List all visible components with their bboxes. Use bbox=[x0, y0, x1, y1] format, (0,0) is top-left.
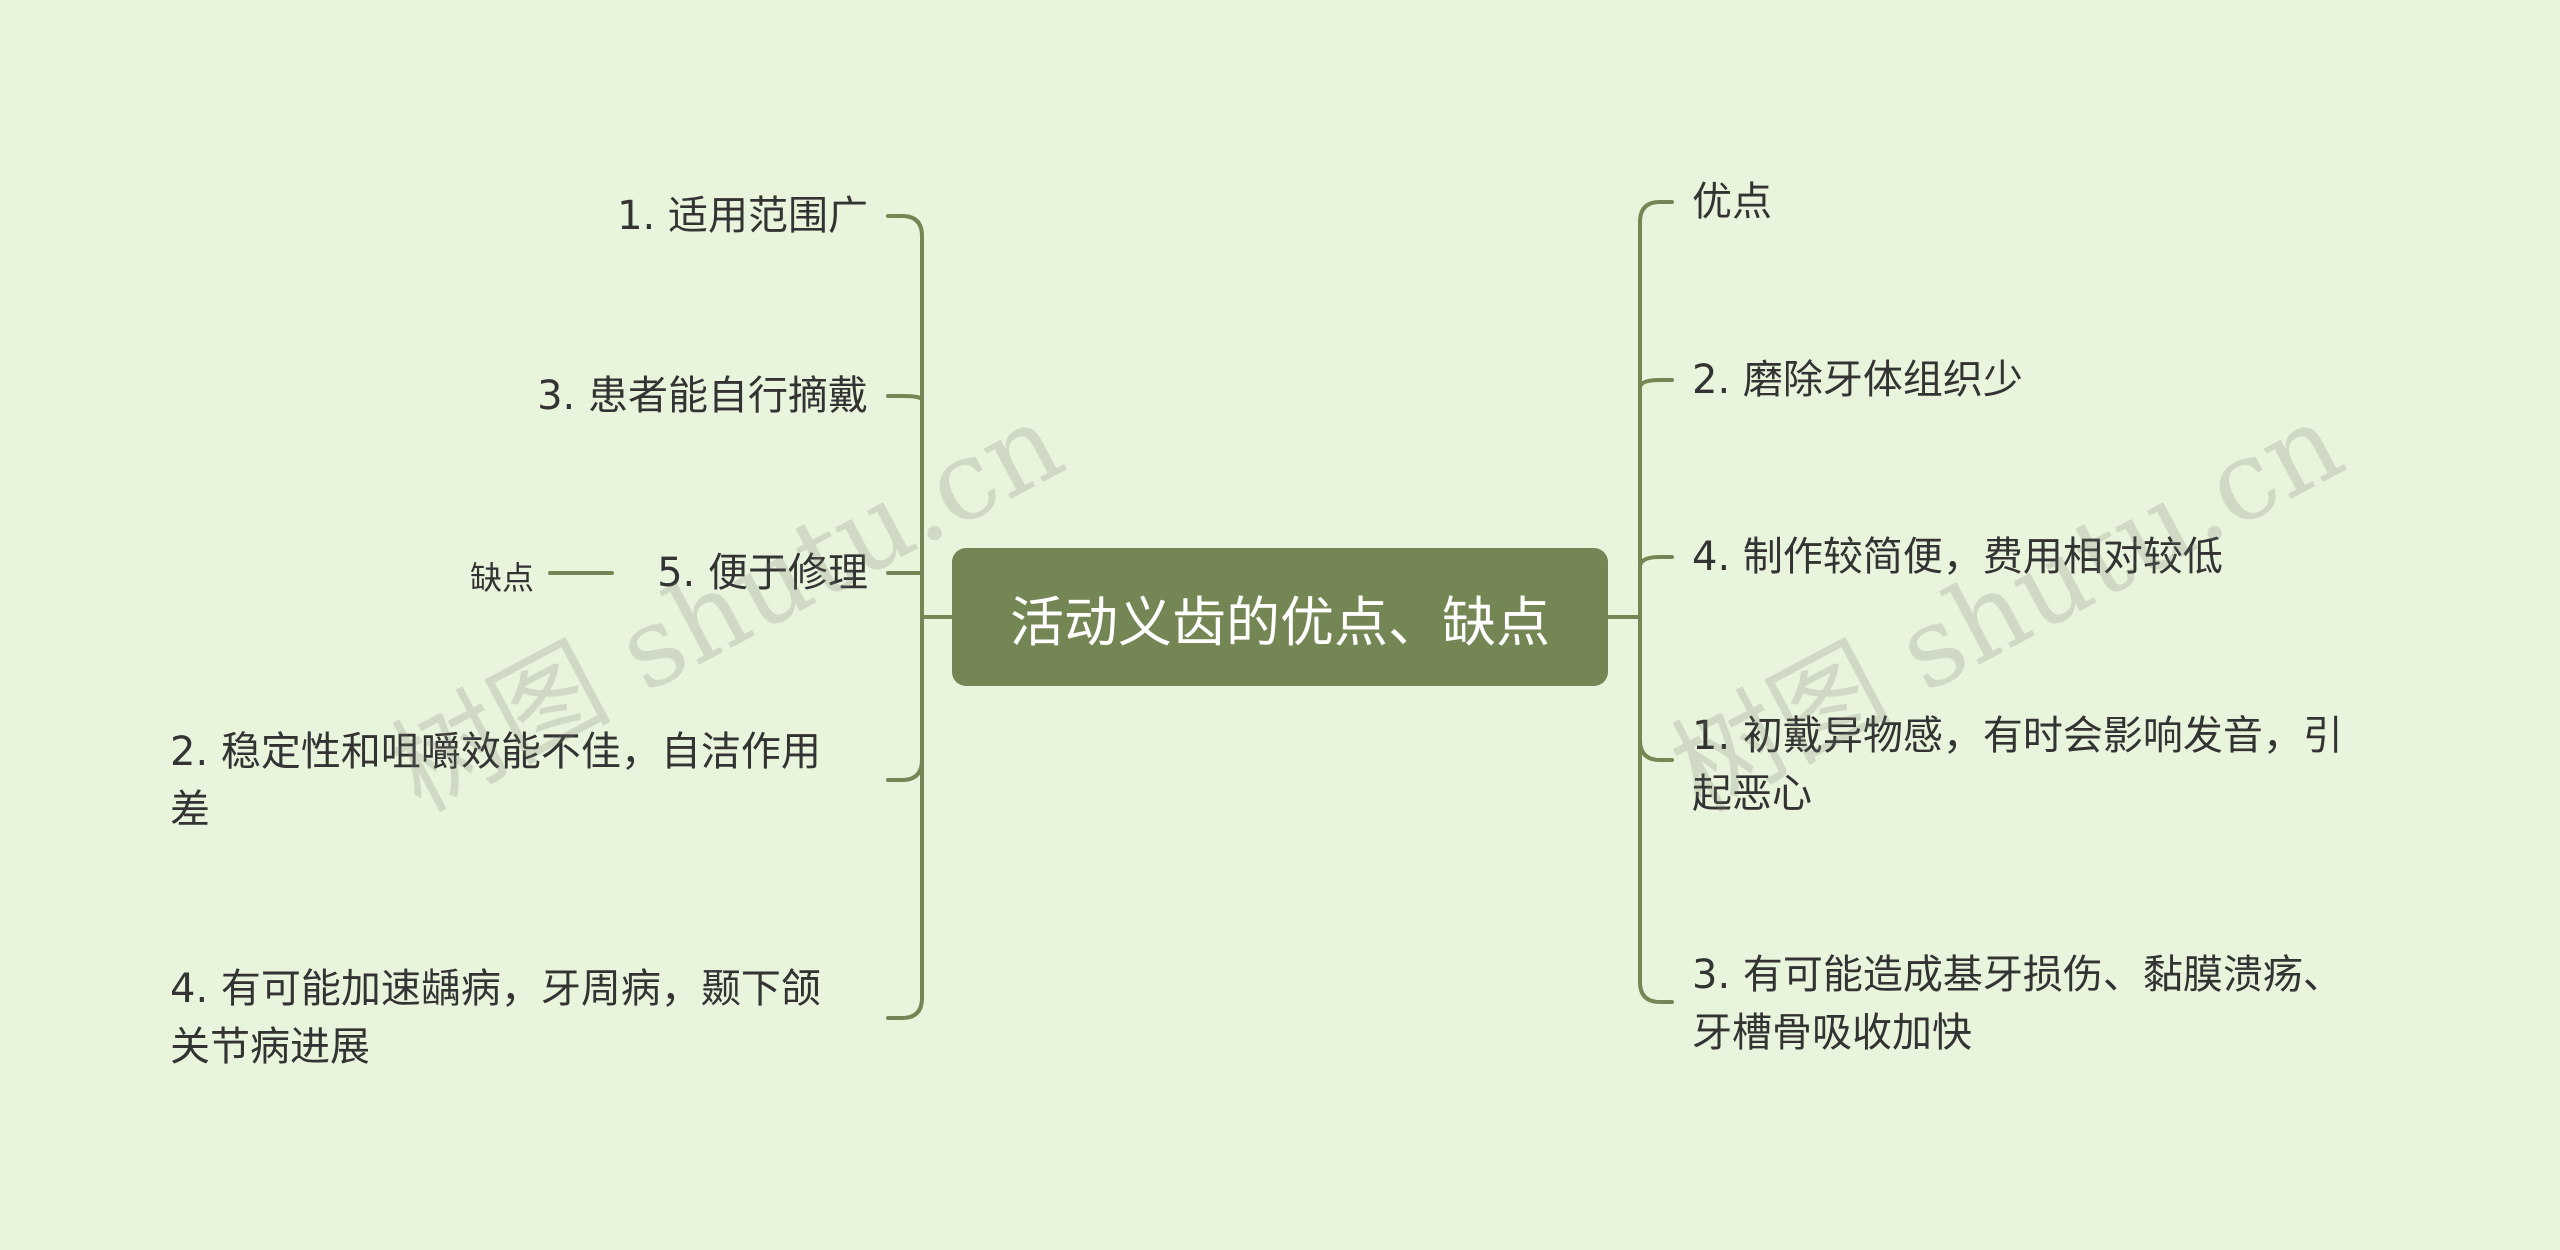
right-branch-3 bbox=[1638, 555, 1674, 569]
right-item-5-label: 3. 有可能造成基牙损伤、黏膜溃疡、牙槽骨吸收加快 bbox=[1692, 952, 2343, 1056]
left-item-2-label: 3. 患者能自行摘戴 bbox=[537, 373, 868, 419]
right-item-5[interactable]: 3. 有可能造成基牙损伤、黏膜溃疡、牙槽骨吸收加快 bbox=[1692, 946, 2382, 1062]
right-item-2-label: 2. 磨除牙体组织少 bbox=[1692, 357, 2023, 403]
left-item-4[interactable]: 2. 稳定性和咀嚼效能不佳，自洁作用差 bbox=[170, 723, 860, 839]
center-topic[interactable]: 活动义齿的优点、缺点 bbox=[952, 548, 1608, 686]
left-branch-1 bbox=[886, 214, 924, 238]
left-item-3[interactable]: 5. 便于修理 bbox=[568, 544, 868, 602]
left-item-5[interactable]: 4. 有可能加速龋病，牙周病，颞下颌关节病进展 bbox=[170, 960, 860, 1076]
right-item-4-label: 1. 初戴异物感，有时会影响发音，引起恶心 bbox=[1692, 713, 2343, 817]
left-item-3-label: 5. 便于修理 bbox=[657, 550, 868, 596]
left-item-4-label: 2. 稳定性和咀嚼效能不佳，自洁作用差 bbox=[170, 729, 821, 833]
right-branch-4 bbox=[1638, 738, 1674, 762]
right-item-2[interactable]: 2. 磨除牙体组织少 bbox=[1692, 351, 2392, 409]
left-branch-2 bbox=[886, 394, 924, 402]
center-topic-label: 活动义齿的优点、缺点 bbox=[1010, 590, 1550, 654]
right-item-1-label: 优点 bbox=[1692, 179, 1772, 225]
right-item-4[interactable]: 1. 初戴异物感，有时会影响发音，引起恶心 bbox=[1692, 707, 2372, 823]
right-branch-5 bbox=[1638, 980, 1674, 1004]
right-item-3[interactable]: 4. 制作较简便，费用相对较低 bbox=[1692, 528, 2492, 586]
left-item-5-label: 4. 有可能加速龋病，牙周病，颞下颌关节病进展 bbox=[170, 966, 821, 1070]
right-item-1[interactable]: 优点 bbox=[1692, 173, 2292, 231]
left-item-1-label: 1. 适用范围广 bbox=[617, 193, 868, 239]
right-branch-2 bbox=[1638, 378, 1674, 390]
sub-label-defects-text: 缺点 bbox=[469, 559, 534, 597]
left-item-1[interactable]: 1. 适用范围广 bbox=[168, 187, 868, 245]
left-branch-5 bbox=[886, 996, 924, 1020]
right-item-3-label: 4. 制作较简便，费用相对较低 bbox=[1692, 534, 2223, 580]
left-item-2[interactable]: 3. 患者能自行摘戴 bbox=[168, 367, 868, 425]
right-branch-1 bbox=[1638, 200, 1674, 224]
sub-label-defects[interactable]: 缺点 bbox=[414, 549, 534, 607]
left-branch-4 bbox=[886, 758, 924, 782]
